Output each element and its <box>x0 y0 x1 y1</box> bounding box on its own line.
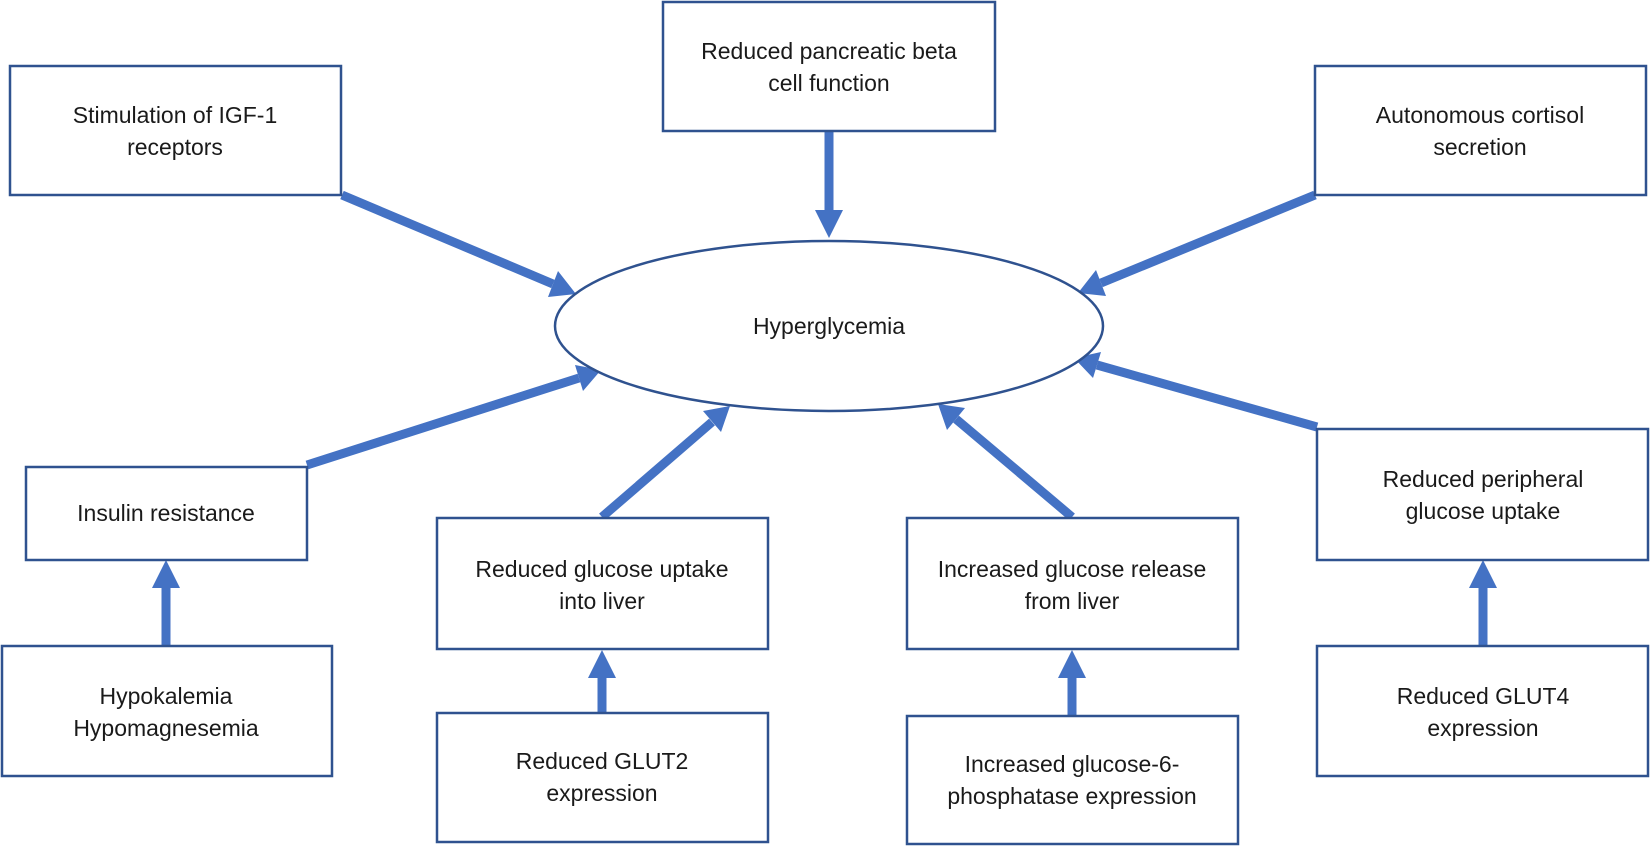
node-hypokalemia-hypomagnesemia: Hypokalemia Hypomagnesemia <box>0 644 334 778</box>
arrow-electrolytes-to-insulin-resistance <box>152 560 180 645</box>
hyperglycemia-label: Hyperglycemia <box>753 313 905 339</box>
arrow-liver-release-to-hyperglycemia <box>938 404 1075 521</box>
node-igf1-stimulation: Stimulation of IGF-1 receptors <box>8 64 343 197</box>
node-text-line: Reduced GLUT2 <box>516 748 689 774</box>
arrow-beta-cell-to-hyperglycemia <box>815 132 843 238</box>
arrow-g6pase-to-liver-release <box>1058 650 1086 715</box>
arrow-peripheral-uptake-to-hyperglycemia <box>1074 352 1319 432</box>
node-hyperglycemia: Hyperglycemia <box>553 239 1105 413</box>
node-increased-glucose-release-liver: Increased glucose release from liver <box>905 516 1240 651</box>
node-text-line: expression <box>1427 715 1538 741</box>
node-text-line: phosphatase expression <box>947 783 1196 809</box>
node-text-line: receptors <box>127 134 223 160</box>
node-text-line: Stimulation of IGF-1 <box>73 102 278 128</box>
node-increased-g6pase: Increased glucose-6- phosphatase express… <box>905 714 1240 846</box>
node-text-line: secretion <box>1433 134 1526 160</box>
node-reduced-glut4: Reduced GLUT4 expression <box>1315 644 1650 778</box>
node-insulin-resistance: Insulin resistance <box>24 465 309 562</box>
arrow-igf1-to-hyperglycemia <box>340 190 576 297</box>
hyperglycemia-ellipse <box>553 239 1105 413</box>
node-text-line: cell function <box>768 70 889 96</box>
node-text-line: Hypomagnesemia <box>73 715 259 741</box>
node-reduced-peripheral-uptake: Reduced peripheral glucose uptake <box>1315 427 1650 562</box>
node-cortisol-secretion: Autonomous cortisol secretion <box>1313 64 1648 197</box>
arrow-cortisol-to-hyperglycemia <box>1078 190 1317 296</box>
node-text-line: Autonomous cortisol <box>1376 102 1584 128</box>
node-text-line: Increased glucose-6- <box>965 751 1180 777</box>
node-text-line: from liver <box>1025 588 1120 614</box>
arrow-glut4-to-peripheral-uptake <box>1469 560 1497 645</box>
node-text-line: Reduced pancreatic beta <box>701 38 957 64</box>
node-text-line: Increased glucose release <box>938 556 1207 582</box>
arrow-liver-uptake-to-hyperglycemia <box>599 406 730 521</box>
node-text-line: Hypokalemia <box>100 683 233 709</box>
node-text-line: Reduced peripheral <box>1383 466 1584 492</box>
node-text-line: expression <box>546 780 657 806</box>
node-text-line: into liver <box>559 588 645 614</box>
node-text-line: Insulin resistance <box>77 500 255 526</box>
node-text-line: glucose uptake <box>1406 498 1561 524</box>
node-reduced-glucose-uptake-liver: Reduced glucose uptake into liver <box>435 516 770 651</box>
arrow-layer <box>152 132 1497 715</box>
node-text-line: Reduced GLUT4 <box>1397 683 1570 709</box>
arrow-insulin-resistance-to-hyperglycemia <box>305 365 601 470</box>
node-text-line: Reduced glucose uptake <box>475 556 728 582</box>
arrow-glut2-to-liver-uptake <box>588 650 616 712</box>
node-beta-cell-function: Reduced pancreatic beta cell function <box>661 0 997 133</box>
node-reduced-glut2: Reduced GLUT2 expression <box>435 711 770 844</box>
